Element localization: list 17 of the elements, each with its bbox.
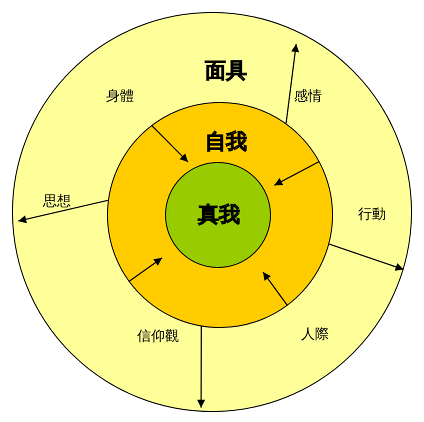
- arrow: [150, 124, 188, 162]
- aspect-label: 人際: [301, 327, 329, 343]
- arrow: [286, 44, 300, 124]
- arrow: [262, 272, 288, 306]
- circle-title: 面具: [205, 60, 247, 82]
- arrow: [274, 160, 320, 186]
- aspect-label: 感情: [294, 89, 322, 105]
- aspect-label: 信仰觀: [137, 329, 179, 345]
- aspect-label: 行動: [358, 207, 386, 223]
- arrow: [329, 244, 404, 271]
- arrow: [197, 326, 206, 408]
- arrow: [128, 257, 162, 282]
- aspect-label: 思想: [43, 194, 71, 210]
- circle-title: 真我: [198, 204, 240, 226]
- circle-title: 自我: [205, 132, 247, 152]
- arrow: [18, 200, 108, 224]
- aspect-label: 身體: [106, 89, 134, 105]
